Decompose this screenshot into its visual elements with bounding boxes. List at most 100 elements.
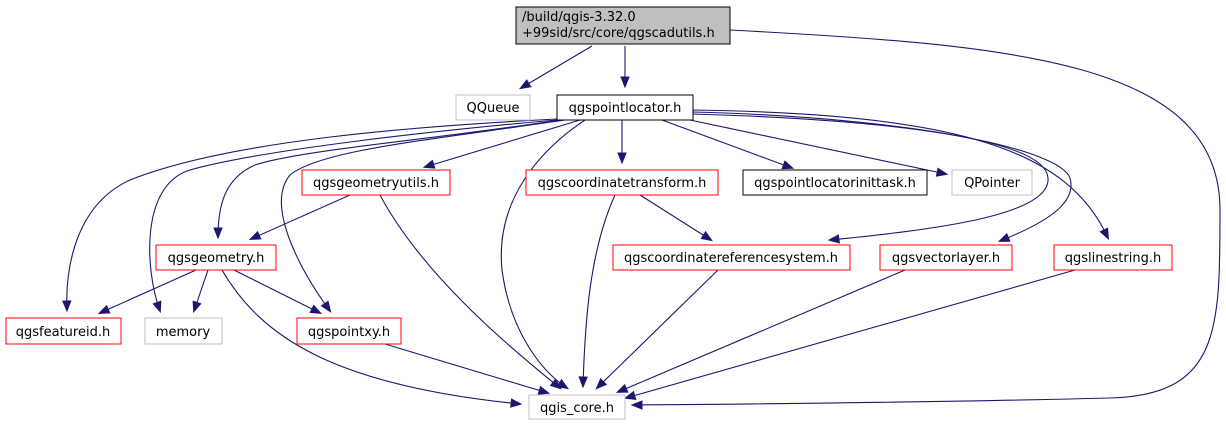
edge-line (379, 194, 561, 389)
edge-arrowhead (578, 376, 588, 389)
node-label: qgspointlocatorinittask.h (754, 176, 916, 191)
node-qgslinestring[interactable]: qgslinestring.h (1053, 244, 1173, 271)
edge-arrowhead (248, 230, 262, 240)
edge-line (384, 343, 549, 394)
node-box (951, 169, 1033, 196)
node-qgsgeometry[interactable]: qgsgeometry.h (155, 244, 277, 271)
edge-arrowhead (781, 160, 795, 170)
node-qgsvectorlayer[interactable]: qgsvectorlayer.h (879, 244, 1013, 271)
edge-line (596, 269, 719, 389)
edge-qgscoordinatetransform-to-qgscoordinatereferencesystem (639, 194, 713, 242)
node-label: qgsfeatureid.h (16, 325, 110, 340)
edge-arrowhead (518, 79, 532, 90)
edge-arrowhead (827, 234, 840, 244)
node-memory[interactable]: memory (144, 317, 223, 345)
edge-line (661, 119, 793, 169)
edge-arrowhead (213, 227, 223, 240)
node-qgscoordinatereferencesystem[interactable]: qgscoordinatereferencesystem.h (612, 244, 851, 271)
edge-line (99, 269, 197, 314)
edge-arrowhead (537, 385, 551, 395)
node-box (155, 244, 277, 271)
edge-qgspointlocator-to-qgis_core (500, 119, 586, 390)
edge-root-to-qqueue (518, 45, 593, 90)
node-label: qgscoordinatereferencesystem.h (624, 251, 838, 266)
node-qgsfeatureid[interactable]: qgsfeatureid.h (5, 317, 122, 345)
edge-arrowhead (320, 300, 332, 313)
node-path-line1: /build/qgis-3.32.0 (522, 10, 636, 25)
edge-line (221, 269, 521, 405)
edge-line (692, 109, 1109, 239)
edge-qgspointlocator-to-qgslinestring (692, 109, 1109, 241)
edge-qgsgeometryutils-to-qgsgeometry (248, 194, 351, 240)
node-label: qgsgeometryutils.h (313, 176, 439, 191)
node-label: memory (156, 325, 211, 340)
node-box (1053, 244, 1173, 271)
edge-qgscoordinatetransform-to-qgis_core (578, 194, 616, 389)
edge-qgspointlocator-to-qpointer (689, 119, 949, 177)
edge-qgsgeometry-to-qgis_core (221, 269, 523, 408)
edge-qgsgeometry-to-qgsfeatureid (97, 269, 197, 314)
edge-arrowhead (192, 300, 202, 314)
edge-line (639, 194, 712, 241)
edge-line (66, 118, 558, 311)
edge-arrowhead (623, 390, 637, 400)
node-qgscoordinatetransform[interactable]: qgscoordinatetransform.h (525, 169, 719, 196)
edge-line (632, 29, 1221, 406)
node-qgis-core[interactable]: qgis_core.h (528, 394, 626, 420)
edge-line (250, 194, 351, 240)
node-qgscadutils[interactable]: /build/qgis-3.32.0 +99sid/src/core/qgsca… (515, 6, 731, 45)
edge-line (691, 113, 1049, 241)
edge-qgspointlocator-to-qgsfeatureid (62, 118, 558, 313)
edge-arrowhead (97, 304, 111, 314)
node-box (528, 394, 626, 420)
node-box (301, 169, 451, 196)
edge-arrowhead (1099, 227, 1109, 241)
edge-arrowhead (630, 400, 643, 410)
node-qgspointlocatorinittask[interactable]: qgspointlocatorinittask.h (742, 169, 928, 196)
edge-arrowhead (549, 378, 562, 390)
node-qgspointlocator[interactable]: qgspointlocator.h (556, 94, 694, 121)
node-qgsgeometryutils[interactable]: qgsgeometryutils.h (301, 169, 451, 196)
edge-arrowhead (422, 159, 436, 169)
edge-arrowhead (309, 304, 323, 315)
edge-line (625, 269, 1076, 399)
node-box (515, 6, 731, 45)
node-box (556, 94, 694, 121)
node-path-line2: +99sid/src/core/qgscadutils.h (522, 26, 715, 41)
edge-qgscoordinatereferencesystem-to-qgis_core (595, 269, 719, 390)
node-label: QPointer (964, 176, 1021, 191)
node-qpointer[interactable]: QPointer (951, 169, 1033, 196)
node-label: qgsvectorlayer.h (892, 251, 1000, 266)
edge-qgslinestring-to-qgis_core (623, 269, 1076, 400)
node-label: qgsgeometry.h (168, 251, 265, 266)
edge-arrowhead (152, 300, 162, 314)
edge-arrowhead (510, 398, 523, 408)
node-box (879, 244, 1013, 271)
node-qqueue[interactable]: QQueue (455, 94, 531, 121)
edge-arrowhead (620, 76, 630, 89)
edge-qgspointlocator-to-qgscoordinatetransform (617, 120, 627, 165)
edge-arrowhead (62, 300, 72, 313)
edge-qgspointlocator-to-qgsvectorlayer (692, 111, 1072, 242)
edge-root-to-qgspointlocator (620, 46, 630, 89)
node-box (742, 169, 928, 196)
edge-qgsvectorlayer-to-qgis_core (615, 269, 906, 393)
edge-arrowhead (595, 378, 608, 390)
edge-line (692, 111, 1072, 242)
node-box (612, 244, 851, 271)
edge-arrowhead (617, 152, 627, 165)
edge-arrowhead (935, 167, 949, 177)
edge-line (280, 119, 566, 312)
node-label: qgslinestring.h (1065, 251, 1161, 266)
edge-qgspointxy-to-qgis_core (384, 343, 551, 395)
edges-layer (62, 29, 1221, 410)
node-qgspointxy[interactable]: qgspointxy.h (296, 317, 402, 345)
edge-line (520, 45, 593, 89)
edge-line (217, 119, 561, 238)
edge-qgspointlocator-to-qgsgeometry (213, 119, 561, 240)
node-box (525, 169, 719, 196)
edge-line (149, 119, 558, 312)
edge-qgspointlocator-to-qgspointxy (280, 119, 566, 313)
node-box (5, 317, 122, 345)
edge-line (500, 119, 586, 389)
